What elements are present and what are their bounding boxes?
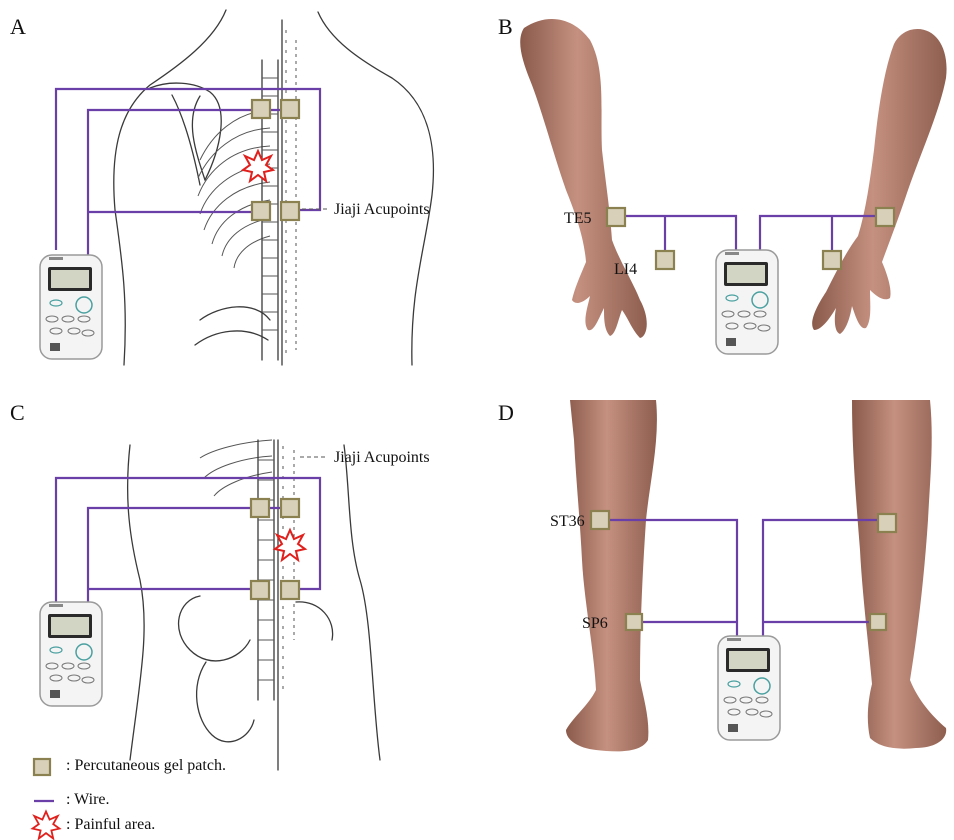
legend-pain-label: : Painful area. <box>66 816 155 834</box>
tens-device-icon <box>40 255 102 359</box>
gel-patch-icon <box>591 511 609 529</box>
panel-b: B TE5 LI4 <box>498 14 947 354</box>
panel-letter-c: C <box>10 400 25 425</box>
gel-patch-icon <box>823 251 841 269</box>
gel-patch-icon <box>251 499 269 517</box>
panel-letter-b: B <box>498 14 513 39</box>
jiaji-callout-c: Jiaji Acupoints <box>334 449 430 466</box>
panel-letter-d: D <box>498 400 514 425</box>
wire-b-left <box>625 216 736 252</box>
jiaji-callout-a: Jiaji Acupoints <box>334 201 430 218</box>
gel-patch-icon <box>626 614 642 630</box>
panel-c: C Jiaji Acupoints <box>10 400 430 770</box>
legend-patch-icon <box>34 759 50 775</box>
left-leg <box>566 400 657 751</box>
painful-area-star-icon <box>243 151 273 181</box>
gel-patch-icon <box>252 100 270 118</box>
back-sketch-lower <box>128 440 380 770</box>
legend-pain-star-icon <box>33 812 60 839</box>
gel-patch-icon <box>281 581 299 599</box>
gel-patch-icon <box>876 208 894 226</box>
gel-patch-icon <box>251 581 269 599</box>
right-arm <box>812 29 946 334</box>
legend-wire-label: : Wire. <box>66 791 110 809</box>
gel-patch-icon <box>656 251 674 269</box>
gel-patch-icon <box>281 202 299 220</box>
panel-d: D ST36 SP6 <box>498 400 946 751</box>
left-arm <box>520 19 647 338</box>
tens-device-icon <box>716 250 778 354</box>
point-label-sp6: SP6 <box>582 615 608 632</box>
gel-patch-icon <box>281 100 299 118</box>
gel-patch-icon <box>878 514 896 532</box>
point-label-te5: TE5 <box>564 210 592 227</box>
gel-patch-icon <box>870 614 886 630</box>
panel-a: A <box>10 10 433 365</box>
point-label-st36: ST36 <box>550 513 585 530</box>
painful-area-star-icon <box>275 530 305 560</box>
legend-patch-label: : Percutaneous gel patch. <box>66 757 226 775</box>
gel-patch-icon <box>281 499 299 517</box>
panel-letter-a: A <box>10 14 26 39</box>
point-label-li4: LI4 <box>614 261 637 278</box>
gel-patch-icon <box>252 202 270 220</box>
back-sketch-upper <box>114 10 434 365</box>
right-leg <box>852 400 946 749</box>
tens-device-icon <box>718 636 780 740</box>
gel-patch-icon <box>607 208 625 226</box>
tens-device-icon <box>40 602 102 706</box>
